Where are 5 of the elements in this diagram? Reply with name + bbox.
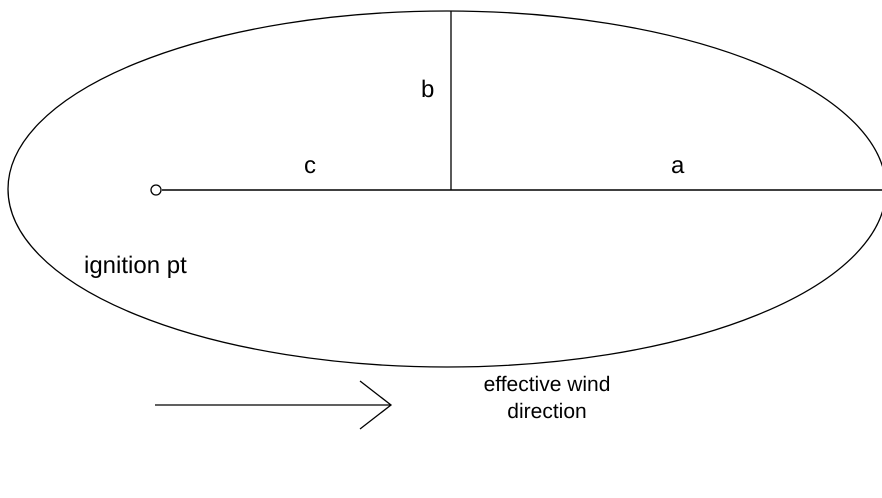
dimension-label: c (304, 152, 316, 179)
point-label: ignition pt (84, 252, 187, 279)
dimension-label: a (671, 152, 684, 179)
dimension-label: b (421, 76, 434, 103)
wind-label: effective wind direction (482, 372, 612, 425)
